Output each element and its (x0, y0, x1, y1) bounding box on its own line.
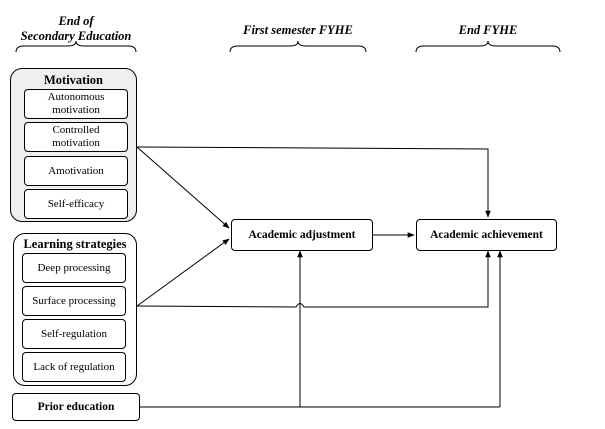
academic-achievement-box: Academic achievement (416, 219, 557, 251)
phase-brace-end-fyhe (415, 40, 561, 53)
phase-first-semester: First semester FYHE (243, 23, 353, 37)
motivation-title: Motivation (43, 73, 104, 87)
phase-end-fyhe: End FYHE (458, 23, 518, 37)
motivation-item-controlled: Controlled motivation (24, 122, 128, 152)
motivation-item-self-efficacy: Self-efficacy (24, 189, 128, 219)
strategy-item-deep-processing: Deep processing (22, 253, 126, 283)
arrow-strategies-to-adjustment (136, 238, 230, 307)
arrow-motivation-to-adjustment (136, 146, 230, 229)
arrow-strategies-to-achievement (136, 250, 491, 308)
arrow-motivation-to-achievement (136, 146, 491, 218)
strategy-item-self-regulation: Self-regulation (22, 319, 126, 349)
phase-end-secondary: End of Secondary Education (20, 14, 132, 43)
strategy-item-surface-processing: Surface processing (22, 286, 126, 316)
strategy-item-lack-of-regulation: Lack of regulation (22, 352, 126, 382)
phase-brace-secondary (15, 40, 137, 53)
motivation-item-autonomous: Autonomous motivation (24, 89, 128, 119)
phase-brace-first-semester (229, 40, 367, 53)
academic-adjustment-box: Academic adjustment (231, 219, 373, 251)
prior-education-box: Prior education (12, 393, 140, 421)
learning-strategies-title: Learning strategies (23, 237, 127, 251)
motivation-item-amotivation: Amotivation (24, 156, 128, 186)
